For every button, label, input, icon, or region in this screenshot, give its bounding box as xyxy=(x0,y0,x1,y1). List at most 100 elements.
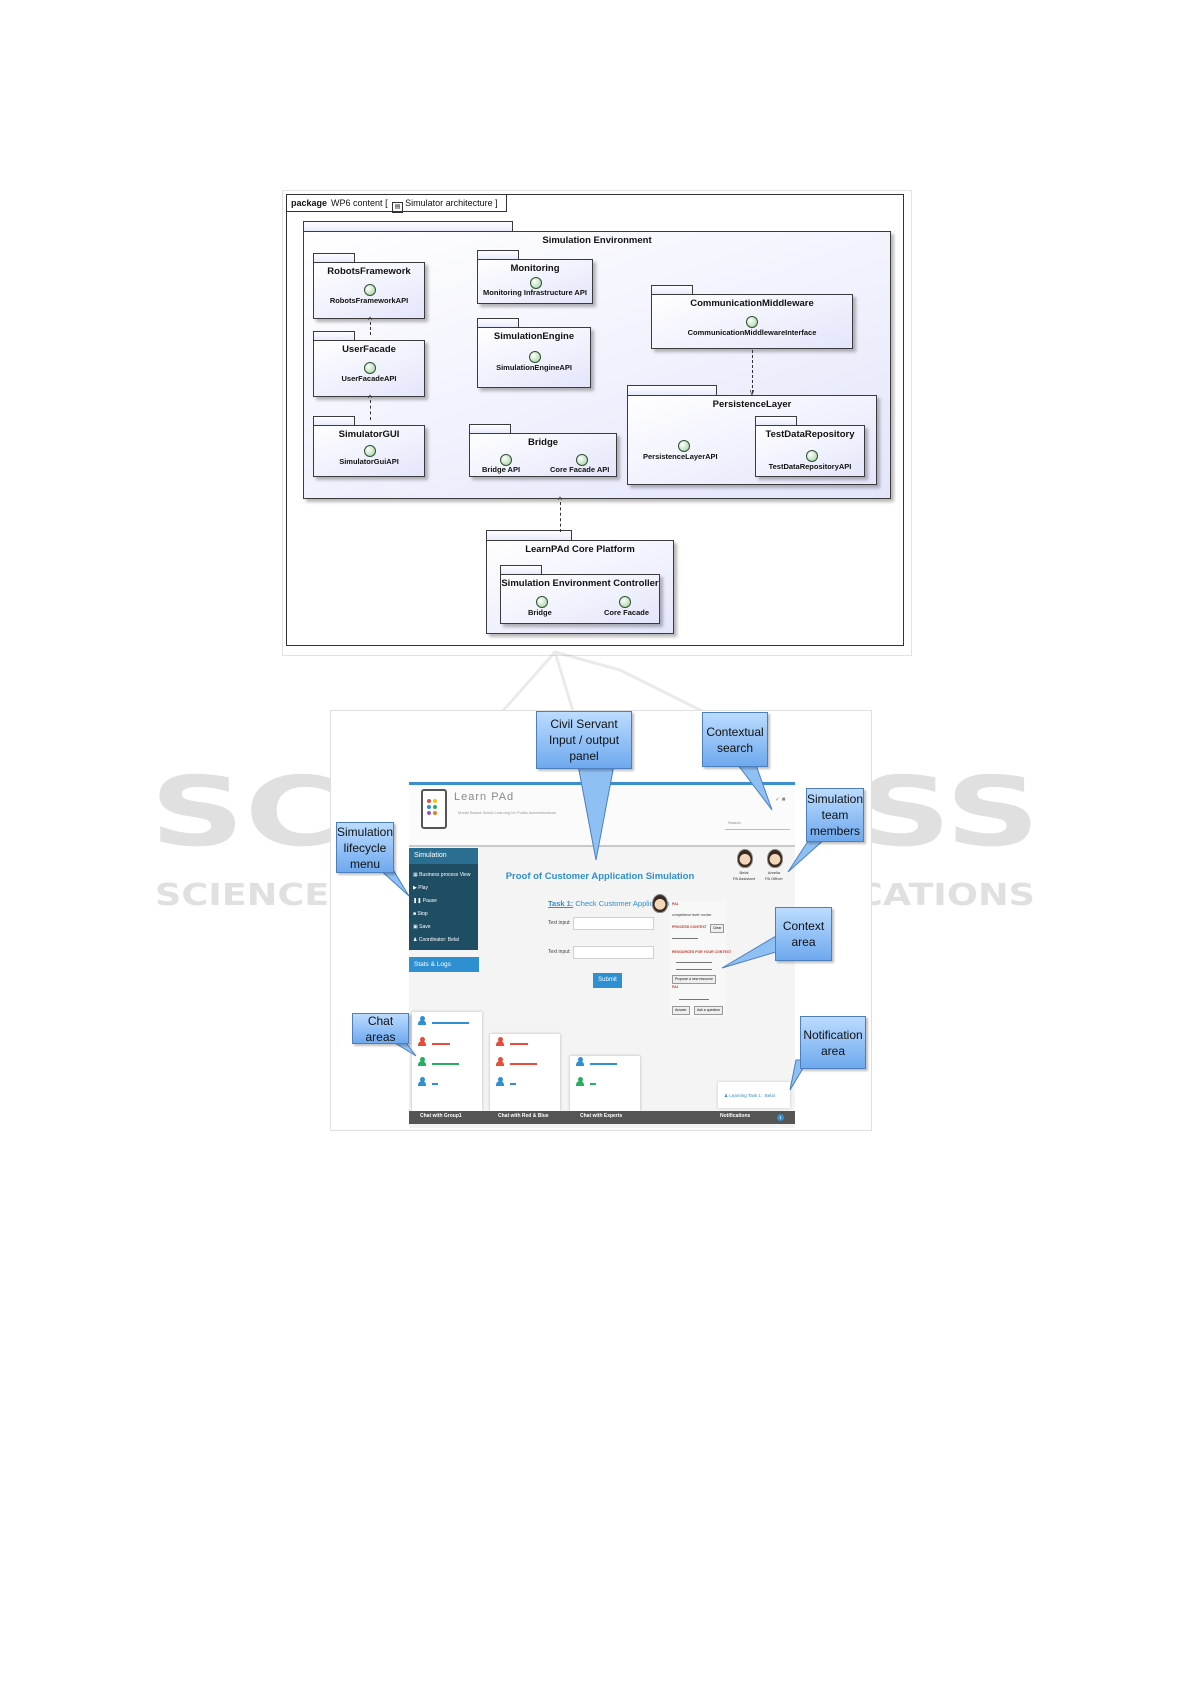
menu-item-pause[interactable]: ❚❚ Pause xyxy=(413,898,437,904)
core-title: LearnPAd Core Platform xyxy=(525,544,635,555)
user-icon xyxy=(576,1057,584,1066)
core-facade-api: Core Facade API xyxy=(550,465,610,474)
callout-notification: Notification area xyxy=(800,1016,866,1069)
interface-icon xyxy=(746,316,758,328)
chat-message xyxy=(432,1083,438,1085)
interface-icon xyxy=(364,445,376,457)
gui-title: SimulatorGUI xyxy=(338,429,400,440)
stats-logs-button[interactable]: Stats & Logs xyxy=(409,957,479,972)
question-line xyxy=(679,999,709,1000)
menu-item-business-process-view[interactable]: ▦ Business process View xyxy=(413,872,471,878)
comm-title: CommunicationMiddleware xyxy=(690,298,814,309)
chat-message xyxy=(510,1043,528,1045)
menu-item-play[interactable]: ▶ Play xyxy=(413,885,428,891)
test-data-repository-package: TestDataRepository TestDataRepositoryAPI xyxy=(755,425,865,477)
robots-api: RobotsFrameworkAPI xyxy=(329,296,409,305)
pointer-search xyxy=(736,764,773,811)
arrow-up-icon: ^ xyxy=(367,393,373,403)
notification-badge: 1 xyxy=(777,1114,784,1121)
member-avatar-amelia[interactable] xyxy=(767,849,783,868)
chat-message xyxy=(510,1063,537,1065)
persistence-api: PersistenceLayerAPI xyxy=(643,452,718,461)
task-label[interactable]: Task 1: xyxy=(548,899,574,908)
sidebar-header: Simulation xyxy=(409,848,478,864)
context-competence: competence level: novice xyxy=(672,913,712,917)
interface-icon xyxy=(576,454,588,466)
member-role: PA Officer xyxy=(765,876,783,881)
testdata-api: TestDataRepositoryAPI xyxy=(768,462,852,471)
menu-item-stop[interactable]: ■ Stop xyxy=(413,911,428,917)
callout-chat: Chat areas xyxy=(352,1013,409,1044)
chat-tab-group1[interactable]: Chat with Group1 xyxy=(420,1113,462,1119)
arrow-down-icon: v xyxy=(749,387,755,397)
pointer-context xyxy=(721,935,777,969)
member-name: Amelia xyxy=(767,870,781,875)
controller-core-facade: Core Facade xyxy=(604,608,650,617)
callout-team: Simulation team members xyxy=(806,788,864,842)
testdata-tab xyxy=(755,416,797,426)
gui-tab xyxy=(313,416,355,426)
interface-icon xyxy=(364,362,376,374)
user-icon xyxy=(496,1057,504,1066)
menu-item-save[interactable]: ▣ Save xyxy=(413,924,431,930)
dependency-core-bridge xyxy=(560,502,561,532)
social-icons[interactable]: ✓ ■ xyxy=(775,797,786,803)
menu-item-coordinator[interactable]: ♟ Coordinator: Belal xyxy=(413,937,459,943)
text-input-field[interactable] xyxy=(573,946,654,959)
frame-diagram: Simulator architecture xyxy=(405,198,493,208)
callout-io-panel: Civil Servant Input / output panel xyxy=(536,711,632,769)
comm-tab xyxy=(651,285,693,295)
ask-question-button[interactable]: Ask a question xyxy=(694,1006,723,1015)
pointer-team xyxy=(787,837,828,873)
dependency-gui-userfacade xyxy=(370,400,371,420)
search-input[interactable]: Search xyxy=(725,817,790,830)
submit-button[interactable]: Submit xyxy=(593,973,622,988)
engine-tab xyxy=(477,318,519,328)
gui-api: SimulatorGuiAPI xyxy=(339,457,399,466)
notification-card[interactable] xyxy=(718,1082,790,1108)
notifications-tab[interactable]: Notifications xyxy=(720,1113,751,1119)
env-title: Simulation Environment xyxy=(542,235,652,246)
interface-icon xyxy=(364,284,376,296)
text-input-field[interactable] xyxy=(573,917,654,930)
member-role: PA Assistant xyxy=(733,876,755,881)
chat-message xyxy=(432,1063,459,1065)
user-icon xyxy=(418,1057,426,1066)
task-avatar xyxy=(652,894,668,913)
member-name: Belal xyxy=(739,870,749,875)
chat-message xyxy=(590,1083,596,1085)
chat-bar xyxy=(409,1111,795,1124)
resource-line xyxy=(676,969,712,970)
context-area xyxy=(670,901,726,1017)
callout-search: Contextual search xyxy=(702,712,768,767)
app-title: Learn PAd xyxy=(454,791,515,803)
chat-card-red-blue[interactable] xyxy=(490,1034,560,1111)
simulation-engine-package: SimulationEngine SimulationEngineAPI xyxy=(477,327,591,388)
learnpad-logo-icon xyxy=(421,789,447,829)
monitoring-title: Monitoring xyxy=(510,263,560,274)
persistence-title: PersistenceLayer xyxy=(712,399,792,410)
bridge-package: Bridge Bridge API Core Facade API xyxy=(469,433,617,477)
member-avatar-belal[interactable] xyxy=(737,849,753,868)
answer-button[interactable]: Answer xyxy=(672,1006,690,1015)
context-pa-2: PA1 xyxy=(672,985,679,989)
propose-resource-button[interactable]: Propose a new resource xyxy=(672,975,716,984)
chat-message xyxy=(432,1022,469,1024)
clear-button[interactable]: Clear xyxy=(710,924,725,933)
dependency-userfacade-robots xyxy=(370,322,371,335)
bridge-title: Bridge xyxy=(527,437,559,448)
monitoring-package: Monitoring Monitoring Infrastructure API xyxy=(477,259,593,304)
callout-context: Context area xyxy=(775,907,832,961)
task-name: Check Customer Application xyxy=(575,899,670,908)
chat-tab-experts[interactable]: Chat with Experts xyxy=(580,1113,623,1119)
frame-name: WP6 content xyxy=(331,198,383,208)
user-icon xyxy=(496,1077,504,1086)
chat-message xyxy=(590,1063,617,1065)
notification-text: ♟ Learning Task 1 : Belal xyxy=(724,1093,775,1098)
chat-tab-red-blue[interactable]: Chat with Red & Blue xyxy=(498,1113,549,1119)
pointer-io-panel xyxy=(577,764,615,861)
monitoring-tab xyxy=(477,250,519,260)
simulation-title: Proof of Customer Application Simulation xyxy=(505,871,695,882)
arrow-up-icon: ^ xyxy=(367,315,373,325)
